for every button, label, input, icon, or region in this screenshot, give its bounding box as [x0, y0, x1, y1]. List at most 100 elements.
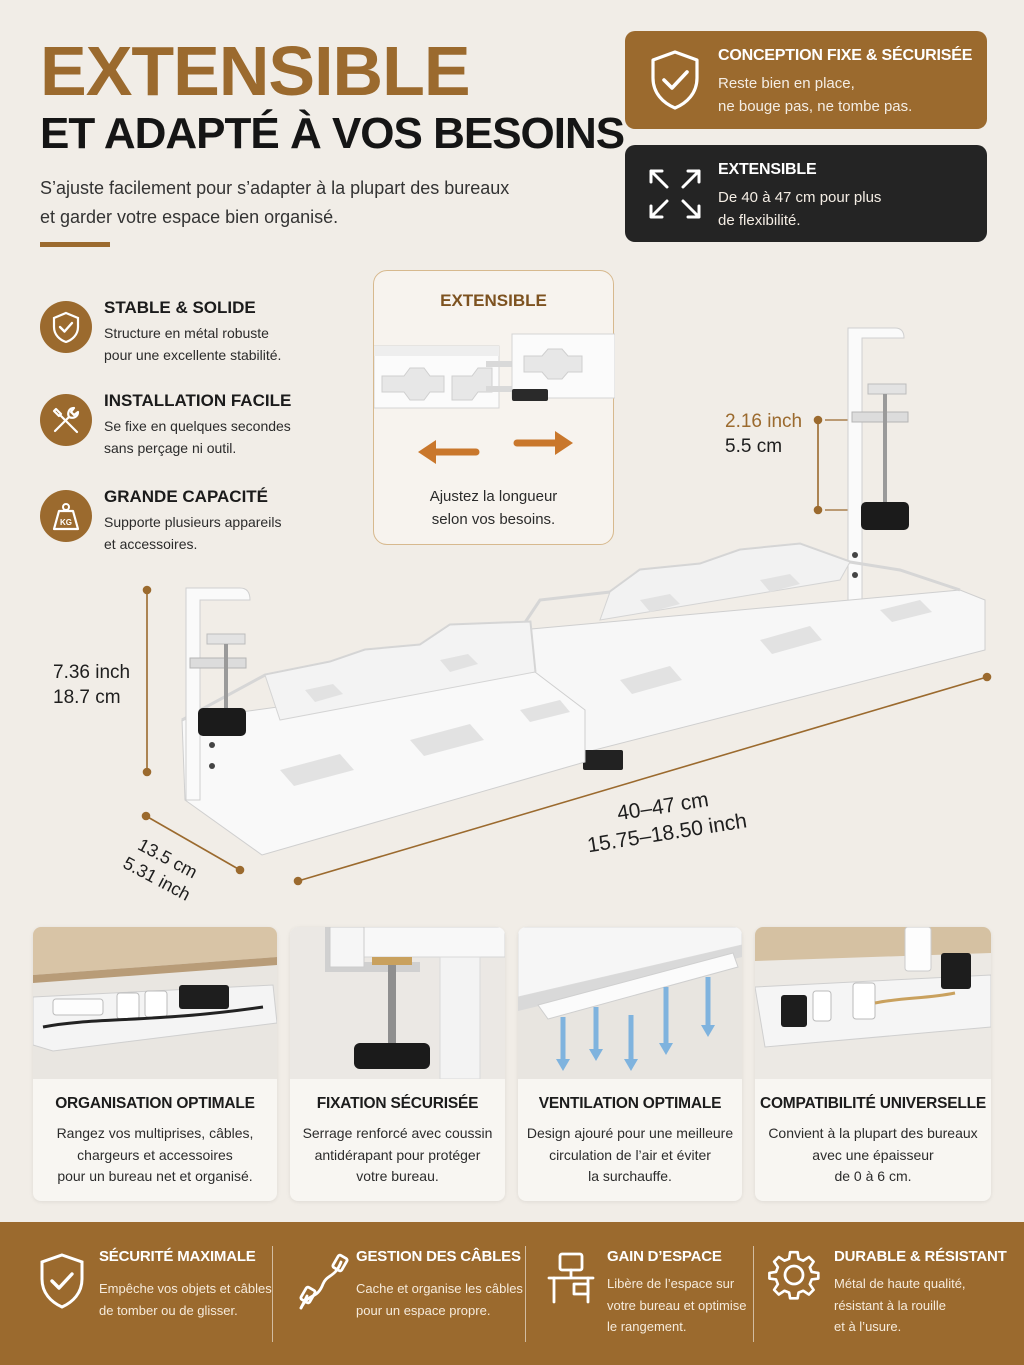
expand-arrows-icon: [647, 163, 703, 225]
feature-installation: INSTALLATION FACILE Se fixe en quelques …: [40, 391, 340, 456]
card-desc: Rangez vos multiprises, câbles, chargeur…: [41, 1123, 269, 1188]
feature-desc-line: Se fixe en quelques secondes: [104, 418, 291, 434]
highlight-desc: Reste bien en place, ne bouge pas, ne to…: [718, 72, 912, 118]
card-fixation: FIXATION SÉCURISÉE Serrage renforcé avec…: [290, 927, 505, 1201]
footer-desc: Cache et organise les câbles pour un esp…: [356, 1278, 523, 1321]
compatibility-photo: [755, 927, 991, 1079]
feature-title: STABLE & SOLIDE: [104, 298, 256, 317]
footer-desc-line: de tomber ou de glisser.: [99, 1302, 238, 1318]
footer-desc-line: Empêche vos objets et câbles: [99, 1281, 272, 1296]
card-desc-line: chargeurs et accessoires: [77, 1146, 233, 1163]
footer-space: GAIN D’ESPACE Libère de l’espace sur vot…: [526, 1222, 753, 1365]
footer-divider: [272, 1246, 273, 1342]
feature-desc-line: Structure en métal robuste: [104, 325, 269, 341]
extensible-desc-line: Ajustez la longueur: [429, 488, 558, 505]
footer-desc-line: Cache et organise les câbles: [356, 1281, 523, 1296]
extensible-detail-box: EXTENSIBLE Ajustez la longueur selon vos…: [373, 270, 615, 545]
highlight-desc: De 40 à 47 cm pour plus de flexibilité.: [718, 186, 881, 232]
footer-desc: Empêche vos objets et câbles de tomber o…: [99, 1278, 272, 1321]
shield-check-icon: [52, 311, 80, 343]
airflow-arrows-icon: [556, 977, 715, 1071]
shield-check-icon: [40, 1253, 84, 1309]
right-tray-section: [518, 542, 986, 770]
footer-banner: SÉCURITÉ MAXIMALE Empêche vos objets et …: [0, 1222, 1024, 1365]
feature-desc-line: pour une excellente stabilité.: [104, 347, 282, 363]
arrow-right-icon: [513, 431, 573, 455]
card-desc-line: antidérapant pour protéger: [314, 1146, 481, 1163]
feature-title: INSTALLATION FACILE: [104, 391, 292, 410]
feature-desc-line: et accessoires.: [104, 536, 198, 552]
footer-desc-line: et à l’usure.: [834, 1319, 902, 1334]
footer-desc-line: résistant à la rouille: [834, 1297, 946, 1313]
footer-title: DURABLE & RÉSISTANT: [834, 1248, 1007, 1265]
card-ventilation: VENTILATION OPTIMALE Design ajouré pour …: [518, 927, 742, 1201]
card-compatibility: COMPATIBILITÉ UNIVERSELLE Convient à la …: [755, 927, 991, 1201]
card-title: VENTILATION OPTIMALE: [538, 1095, 722, 1112]
page-title: EXTENSIBLE: [40, 32, 471, 110]
feature-icon-badge: [40, 301, 92, 353]
card-desc: Convient à la plupart des bureaux avec u…: [763, 1123, 983, 1188]
highlight-desc-line: de flexibilité.: [718, 212, 801, 229]
card-desc-line: de 0 à 6 cm.: [834, 1168, 912, 1184]
footer-title: SÉCURITÉ MAXIMALE: [99, 1248, 256, 1265]
feature-desc: Structure en métal robuste pour une exce…: [104, 322, 281, 366]
highlight-desc-line: De 40 à 47 cm pour plus: [718, 189, 882, 206]
card-title: COMPATIBILITÉ UNIVERSELLE: [759, 1095, 987, 1112]
feature-desc: Se fixe en quelques secondes sans perçag…: [104, 415, 291, 459]
card-desc-line: votre bureau.: [356, 1168, 439, 1184]
height-cm: 18.7 cm: [53, 687, 121, 708]
card-desc: Design ajouré pour une meilleure circula…: [526, 1123, 734, 1188]
arrow-left-icon: [418, 440, 480, 464]
card-organisation: ORGANISATION OPTIMALE Rangez vos multipr…: [33, 927, 277, 1201]
card-desc-line: Serrage renforcé avec coussin: [302, 1125, 493, 1141]
feature-desc-line: sans perçage ni outil.: [104, 440, 237, 456]
footer-desc-line: le rangement.: [607, 1319, 687, 1334]
tools-icon: [52, 406, 80, 434]
footer-divider: [525, 1246, 526, 1342]
footer-divider: [753, 1246, 754, 1342]
right-clamp: [847, 327, 909, 621]
extensible-desc-line: selon vos besoins.: [431, 511, 556, 528]
footer-title: GESTION DES CÂBLES: [356, 1248, 521, 1265]
feature-stable: STABLE & SOLIDE Structure en métal robus…: [40, 298, 340, 363]
card-desc-line: Design ajouré pour une meilleure: [526, 1125, 734, 1141]
card-desc: Serrage renforcé avec coussin antidérapa…: [298, 1123, 497, 1188]
tray-slide-illustration: [374, 333, 615, 464]
height-inch: 7.36 inch: [53, 662, 131, 683]
highlight-desc-line: Reste bien en place,: [718, 75, 855, 92]
height-dimension-label: 7.36 inch 18.7 cm: [53, 660, 130, 710]
cable-tray-product-illustration: [141, 327, 992, 886]
cable-icon: [299, 1253, 349, 1310]
organisation-photo: [33, 927, 277, 1079]
footer-desc: Métal de haute qualité, résistant à la r…: [834, 1273, 966, 1338]
page-subtitle: ET ADAPTÉ À VOS BESOINS: [40, 109, 625, 158]
intro-line-2: et garder votre espace bien organisé.: [40, 207, 339, 227]
kg-weight-icon: KG: [52, 503, 80, 531]
desk-icon: [547, 1252, 595, 1304]
footer-desc-line: Libère de l’espace sur: [607, 1276, 735, 1291]
card-desc-line: avec une épaisseur: [812, 1146, 934, 1163]
card-desc-line: circulation de l’air et éviter: [549, 1146, 711, 1163]
clamp-dimension-label: 2.16 inch 5.5 cm: [725, 409, 802, 459]
footer-security: SÉCURITÉ MAXIMALE Empêche vos objets et …: [0, 1222, 272, 1365]
footer-durable: DURABLE & RÉSISTANT Métal de haute quali…: [754, 1222, 1024, 1365]
card-desc-line: la surchauffe.: [588, 1168, 672, 1184]
intro-line-1: S’ajuste facilement pour s’adapter à la …: [40, 178, 510, 198]
fixation-photo: [290, 927, 505, 1079]
footer-title: GAIN D’ESPACE: [607, 1248, 722, 1265]
gear-icon: [768, 1250, 820, 1300]
feature-icon-badge: [40, 394, 92, 446]
card-desc-line: Convient à la plupart des bureaux: [768, 1125, 978, 1141]
highlight-title: CONCEPTION FIXE & SÉCURISÉE: [718, 47, 973, 64]
feature-title: GRANDE CAPACITÉ: [104, 487, 269, 506]
clamp-cm: 5.5 cm: [725, 436, 783, 457]
shield-check-icon: [647, 49, 703, 111]
title-underline: [40, 242, 110, 247]
highlight-extensible-card: EXTENSIBLE De 40 à 47 cm pour plus de fl…: [625, 145, 987, 242]
footer-desc-line: Métal de haute qualité,: [834, 1276, 966, 1291]
card-title: ORGANISATION OPTIMALE: [55, 1095, 255, 1112]
extensible-detail-label: EXTENSIBLE: [440, 291, 547, 310]
highlight-secure-card: CONCEPTION FIXE & SÉCURISÉE Reste bien e…: [625, 31, 987, 129]
card-desc-line: Rangez vos multiprises, câbles,: [56, 1125, 254, 1141]
kg-text: KG: [60, 518, 72, 527]
